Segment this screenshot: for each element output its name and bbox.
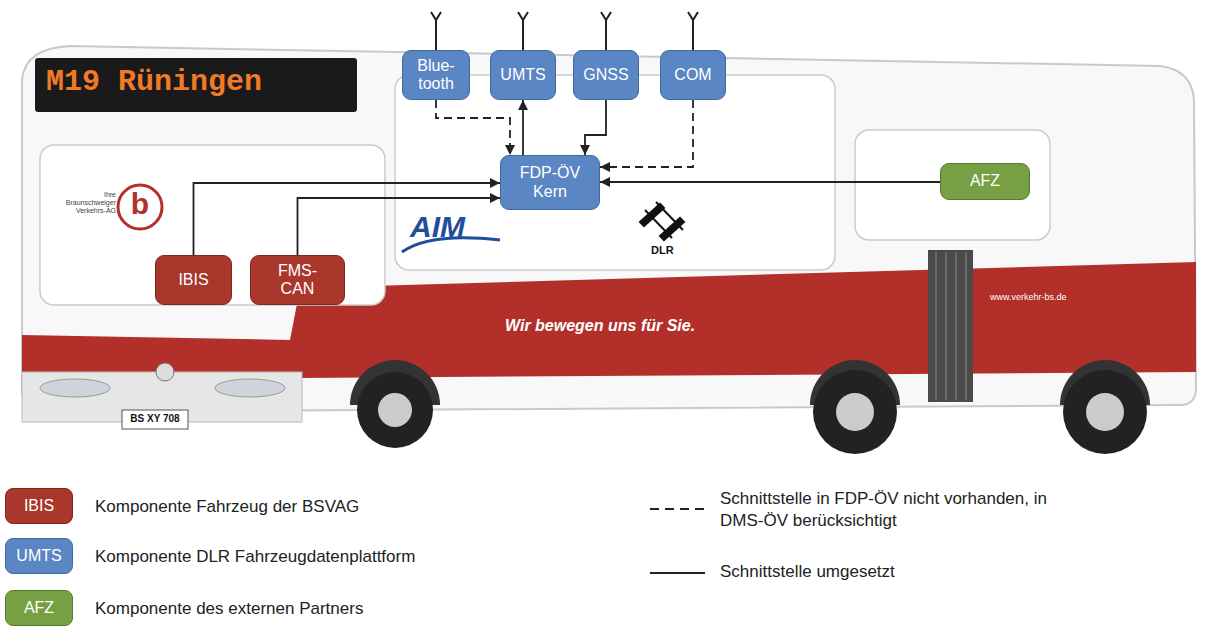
box-label: IBIS	[178, 271, 208, 289]
platform-box: Blue- tooth	[402, 50, 470, 100]
headlight	[215, 379, 285, 397]
region-panels	[40, 75, 1050, 305]
box-label: GNSS	[583, 66, 628, 84]
planned-interface-arrow	[600, 100, 693, 167]
antenna	[688, 12, 698, 50]
interface-arrow	[522, 100, 524, 155]
legend-line-samples	[650, 509, 705, 573]
logo-text: Ihre Braunschweiger Verkehrs-AG	[58, 191, 116, 215]
box-label: UMTS	[500, 66, 545, 84]
legend-text: Komponente Fahrzeug der BSVAG	[95, 496, 359, 518]
wheel-hub	[1086, 393, 1124, 431]
dlr-logo: DLR	[651, 244, 674, 257]
bsvag-logo-ring	[118, 185, 162, 229]
interface-arrow	[600, 181, 940, 183]
dlr-symbol	[640, 202, 684, 240]
partner-box: AFZ	[940, 163, 1030, 200]
logo-letter: b	[129, 186, 151, 222]
core-box: FDP-ÖV Kern	[500, 155, 600, 210]
vehicle-box: FMS- CAN	[250, 255, 345, 305]
legend-swatch-text: AFZ	[5, 590, 73, 626]
antenna	[518, 12, 528, 50]
antenna	[601, 12, 611, 50]
region-panel	[855, 130, 1050, 240]
legend-text: Schnittstelle in FDP-ÖV nicht vorhanden,…	[720, 488, 1075, 532]
platform-box: UMTS	[490, 50, 556, 100]
platform-box: GNSS	[573, 50, 639, 100]
box-label: Blue- tooth	[410, 57, 462, 94]
articulation-bellows	[928, 250, 973, 402]
license-plate	[122, 410, 188, 429]
box-label: AFZ	[970, 172, 1000, 190]
legend-text: Schnittstelle umgesetzt	[720, 561, 895, 583]
aim-logo: AIM	[410, 212, 465, 242]
legend-swatch-text: UMTS	[5, 538, 73, 574]
legend-solid-sample	[650, 572, 705, 574]
legend-dashed-sample	[650, 508, 705, 510]
destination-display	[35, 58, 357, 112]
destination-text: M19 Rüningen	[46, 64, 262, 100]
interface-arrow	[194, 183, 501, 255]
box-label: FDP-ÖV Kern	[514, 164, 586, 201]
bus-red-band	[22, 262, 1196, 378]
legend-text: Komponente DLR Fahrzeugdatenplattform	[95, 546, 415, 568]
wheel	[813, 370, 897, 454]
wheel-hub	[836, 393, 874, 431]
antenna	[431, 12, 441, 50]
bus-slogan: Wir bewegen uns für Sie.	[505, 316, 695, 335]
planned-interface-arrow	[436, 100, 510, 155]
bellows-ribs	[936, 252, 966, 400]
box-label: FMS- CAN	[272, 262, 324, 299]
bus-body	[22, 46, 1196, 454]
antennas	[431, 12, 698, 50]
interface-arrow	[585, 100, 606, 155]
bus-emblem	[156, 363, 174, 381]
wheel	[357, 372, 433, 448]
bus-outline	[22, 46, 1196, 412]
region-panel	[40, 145, 385, 305]
legend-swatch-text: IBIS	[5, 488, 73, 524]
legend-text: Komponente des externen Partners	[95, 598, 363, 620]
interface-arrow	[298, 198, 501, 255]
platform-box: COM	[660, 50, 726, 100]
wheel	[1063, 370, 1147, 454]
bus-url: www.verkehr-bs.de	[990, 292, 1067, 303]
headlight	[40, 379, 110, 397]
license-plate-text: BS XY 708	[122, 413, 188, 425]
region-panel	[395, 75, 835, 270]
vehicle-box: IBIS	[155, 255, 232, 305]
box-label: COM	[674, 66, 711, 84]
wheel-hub	[378, 393, 412, 427]
